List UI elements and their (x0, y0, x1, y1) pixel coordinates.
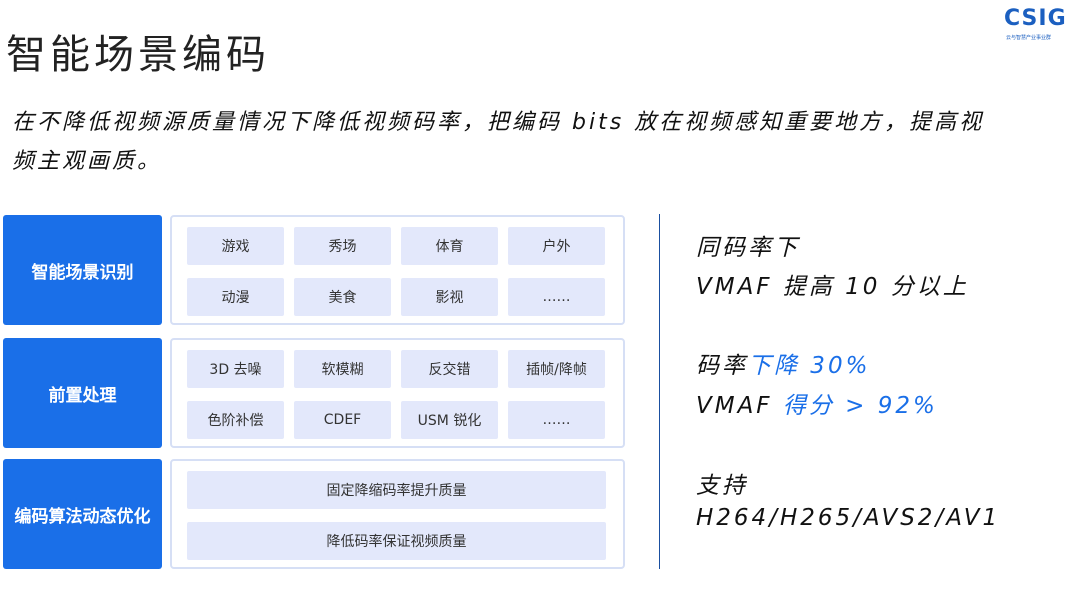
row-label-preprocessing: 前置处理 (3, 338, 162, 448)
row-label-scene-recognition: 智能场景识别 (3, 215, 162, 325)
list-item: 体育 (401, 227, 498, 265)
list-item: 反交错 (401, 350, 498, 388)
list-item: …… (508, 401, 605, 439)
row-label-encoding-optimization: 编码算法动态优化 (3, 459, 162, 569)
stat-codecs: H264/H265/AVS2/AV1 (696, 505, 1001, 531)
list-item: …… (508, 278, 605, 316)
list-item: 软模糊 (294, 350, 391, 388)
stat-support: 支持 (696, 473, 748, 499)
stat-vmaf-improve: VMAF 提高 10 分以上 (696, 274, 969, 300)
stat-same-bitrate: 同码率下 (696, 235, 800, 261)
stat-vmaf-prefix: VMAF (696, 393, 773, 419)
list-item: 游戏 (187, 227, 284, 265)
vertical-divider (659, 214, 660, 569)
logo-subtitle: 云与智慧产业事业群 (1006, 35, 1052, 41)
list-item: 影视 (401, 278, 498, 316)
list-item: 动漫 (187, 278, 284, 316)
list-item: 插帧/降帧 (508, 350, 605, 388)
group-encoding-optimization: 固定降缩码率提升质量 降低码率保证视频质量 (170, 459, 625, 569)
group-preprocessing: 3D 去噪 软模糊 反交错 插帧/降帧 色阶补偿 CDEF USM 锐化 …… (170, 338, 625, 448)
page-title: 智能场景编码 (6, 32, 270, 78)
list-item: 户外 (508, 227, 605, 265)
list-item: 3D 去噪 (187, 350, 284, 388)
list-item: USM 锐化 (401, 401, 498, 439)
stat-vmaf-highlight: 得分 > 92% (782, 393, 938, 419)
logo-text: CSIG (1004, 6, 1067, 31)
list-item: 色阶补偿 (187, 401, 284, 439)
list-item: CDEF (294, 401, 391, 439)
list-item: 美食 (294, 278, 391, 316)
group-scene-recognition: 游戏 秀场 体育 户外 动漫 美食 影视 …… (170, 215, 625, 325)
stat-bitrate-highlight: 下降 30% (748, 353, 871, 379)
csig-logo: CSIG 云与智慧产业事业群 (1004, 6, 1078, 44)
list-item: 降低码率保证视频质量 (187, 522, 606, 560)
stat-bitrate-prefix: 码率 (696, 353, 748, 379)
stat-bitrate-line: 码率下降 30% (696, 346, 870, 380)
description: 在不降低视频源质量情况下降低视频码率，把编码 bits 放在视频感知重要地方，提… (12, 110, 985, 174)
list-item: 秀场 (294, 227, 391, 265)
stat-vmaf-score-line: VMAF 得分 > 92% (696, 386, 938, 420)
list-item: 固定降缩码率提升质量 (187, 471, 606, 509)
